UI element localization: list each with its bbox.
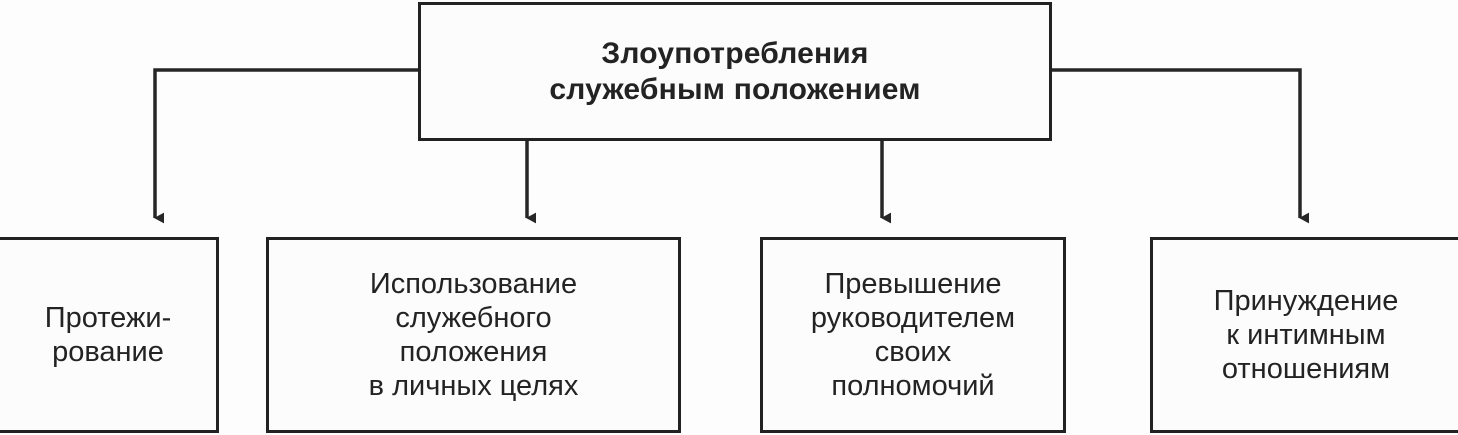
root-node-label: Злоупотребления служебным положением [549, 37, 921, 106]
leaf-node-protegirovanie: Протежи- рование [0, 237, 219, 433]
leaf-node-ispolzovanie-polozheniya: Использование служебного положения в лич… [266, 237, 681, 433]
root-node: Злоупотребления служебным положением [418, 2, 1052, 141]
leaf-node-prinuzhdenie-otnosheniyam: Принуждение к интимным отношениям [1150, 237, 1458, 433]
leaf-node-label: Принуждение к интимным отношениям [1213, 284, 1399, 386]
leaf-node-label: Использование служебного положения в лич… [368, 267, 579, 403]
connector-to-child-0 [153, 68, 418, 224]
leaf-node-label: Протежи- рование [44, 301, 172, 368]
leaf-node-prevyshenie-polnomochiy: Превышение руководителем своих полномочи… [760, 237, 1066, 433]
leaf-node-label: Превышение руководителем своих полномочи… [810, 267, 1016, 403]
connector-to-child-3 [1052, 68, 1310, 224]
